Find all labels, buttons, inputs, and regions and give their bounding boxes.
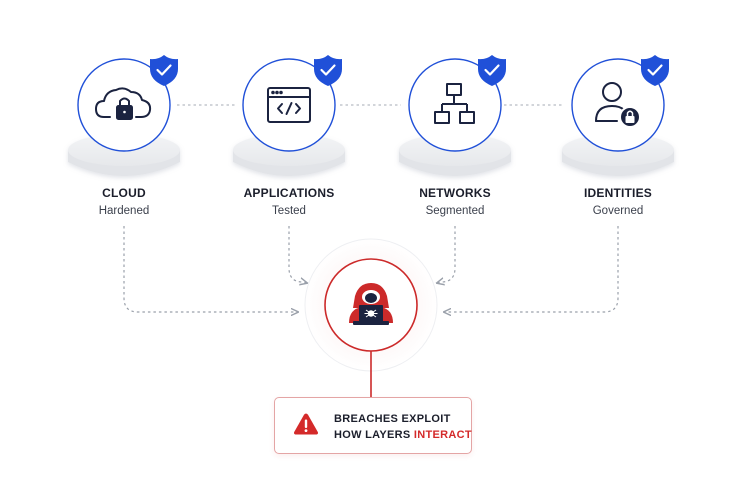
verified-shield-icon — [150, 55, 178, 86]
layer-subtitle: Hardened — [98, 205, 150, 217]
layer-title: CLOUD — [102, 186, 146, 200]
attack-path-networks — [437, 226, 456, 283]
layer-circle — [571, 58, 665, 152]
layer-label-applications: APPLICATIONS Tested — [224, 186, 354, 217]
alert-message: BREACHES EXPLOIT HOW LAYERS INTERACT — [334, 411, 472, 443]
layer-label-identities: IDENTITIES Governed — [553, 186, 683, 217]
network-tree-icon — [434, 83, 475, 124]
layer-applications — [233, 55, 345, 176]
layer-title: IDENTITIES — [583, 186, 652, 200]
attack-path-applications — [288, 226, 307, 283]
layer-circle — [242, 58, 336, 152]
alert-line-1: BREACHES EXPLOIT — [334, 413, 451, 425]
alert-line-2: HOW LAYERS INTERACT — [334, 427, 472, 443]
verified-shield-icon — [314, 55, 342, 86]
attack-path-cloud — [123, 226, 298, 312]
verified-shield-icon — [641, 55, 669, 86]
layer-title: NETWORKS — [419, 186, 491, 200]
cloud-lock-icon — [95, 87, 152, 120]
warning-icon — [293, 413, 319, 435]
layer-subtitle: Governed — [592, 205, 644, 217]
code-window-icon — [267, 87, 311, 123]
layer-identities — [562, 55, 674, 176]
user-lock-icon — [595, 82, 641, 128]
hacker-laptop-icon — [349, 283, 393, 325]
layer-subtitle: Tested — [272, 205, 306, 217]
layer-cloud — [68, 55, 180, 176]
layer-title: APPLICATIONS — [243, 186, 335, 200]
layer-label-networks: NETWORKS Segmented — [390, 186, 520, 217]
verified-shield-icon — [478, 55, 506, 86]
threat-actor — [304, 238, 438, 372]
alert-line-2-accent: INTERACT — [413, 429, 472, 441]
attack-paths — [123, 226, 619, 312]
alert-line-2-prefix: HOW LAYERS — [334, 429, 414, 441]
breach-alert-box: BREACHES EXPLOIT HOW LAYERS INTERACT — [274, 397, 472, 454]
layer-subtitle: Segmented — [425, 205, 485, 217]
layer-label-cloud: CLOUD Hardened — [59, 186, 189, 217]
layer-networks — [399, 55, 511, 176]
attack-path-identities — [444, 226, 619, 312]
